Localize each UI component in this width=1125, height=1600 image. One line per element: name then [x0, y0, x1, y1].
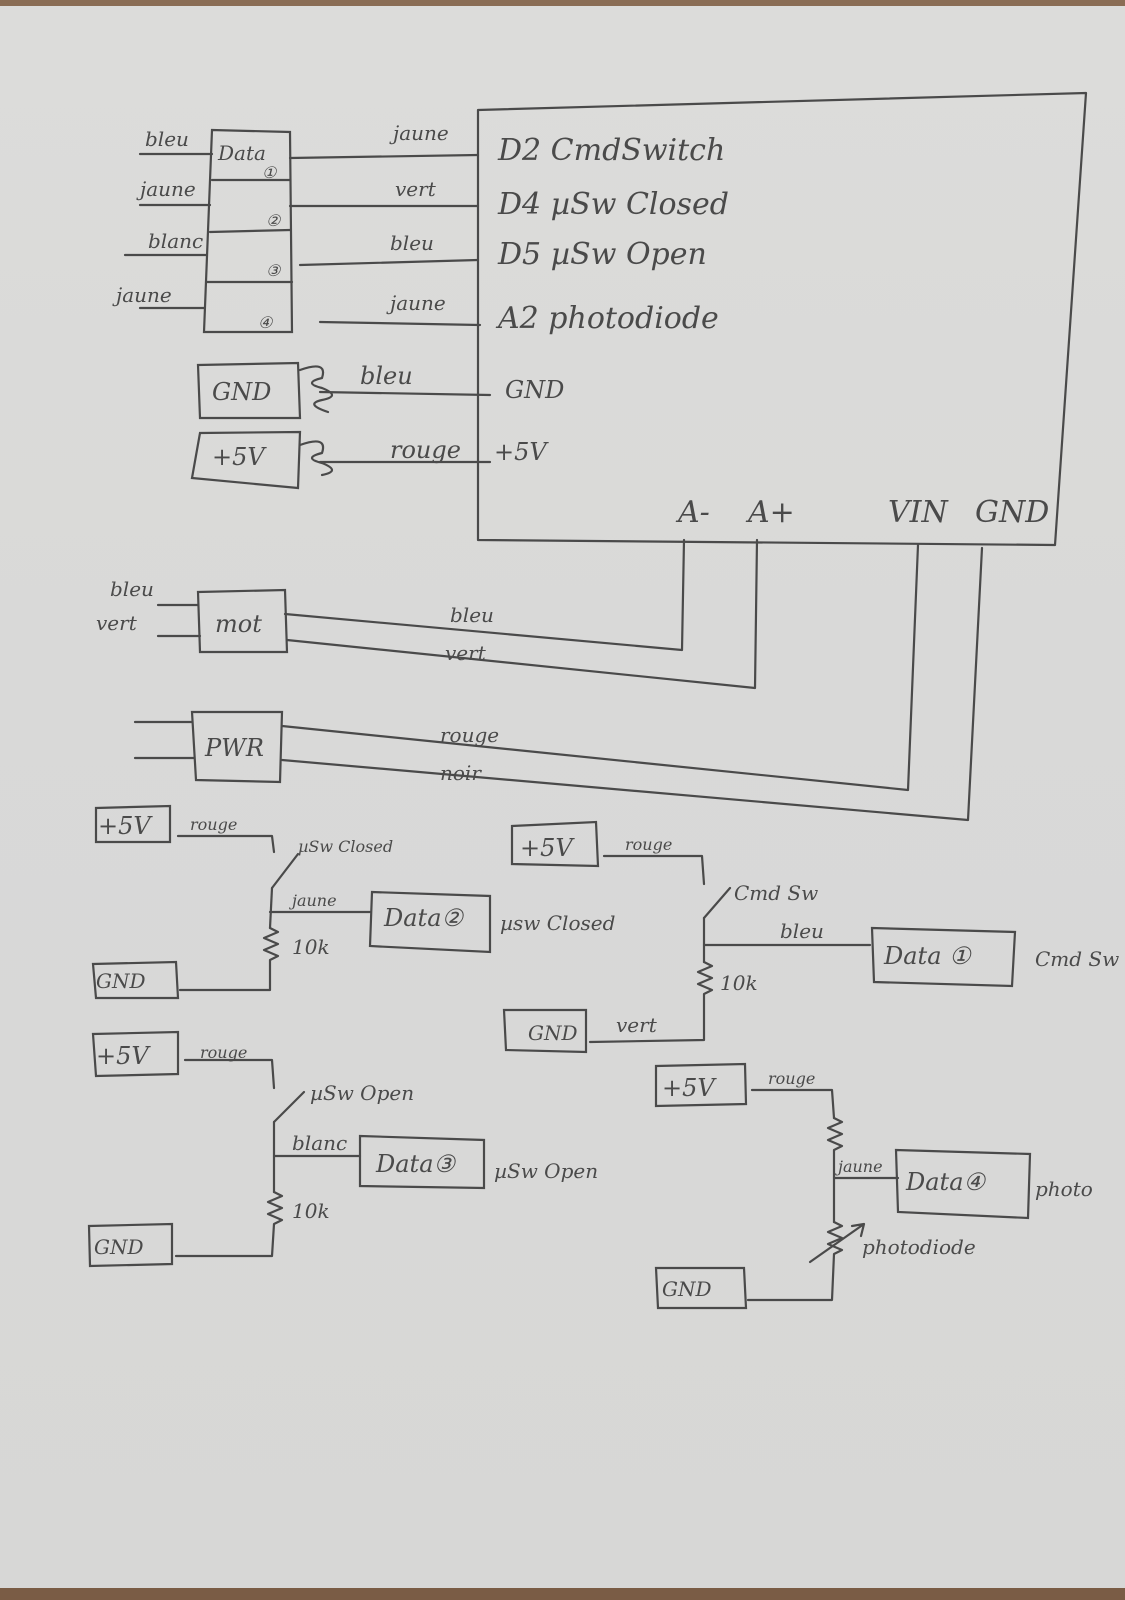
circuit-photodiode: +5V rouge jaune Data④ photo photodiode G…	[654, 1062, 1093, 1310]
connector-pin-1: ①	[262, 163, 278, 182]
arduino-board: D2 CmdSwitch D4 µSw Closed D5 µSw Open A…	[476, 91, 1088, 547]
power-connector: PWR rouge noir	[133, 543, 984, 822]
cmd-v5: +5V	[520, 834, 575, 862]
cmd-gnd: GND	[528, 1021, 578, 1045]
pin-a-minus: A-	[675, 495, 710, 530]
left-wire-4: jaune	[112, 283, 172, 307]
motor-right-wire-2: vert	[445, 641, 487, 665]
connector-label: Data	[217, 141, 266, 165]
connector-outline	[202, 128, 294, 334]
closed-data-note: µsw Closed	[500, 911, 615, 935]
pin-d5: D5 µSw Open	[497, 237, 707, 272]
photo-v5-wire: rouge	[768, 1069, 815, 1088]
open-resistor: 10k	[292, 1199, 330, 1223]
gnd-block-wire: bleu	[360, 362, 413, 390]
closed-gnd: GND	[96, 969, 146, 993]
open-gnd: GND	[94, 1235, 144, 1259]
photo-gnd: GND	[662, 1277, 712, 1301]
left-wire-1: bleu	[145, 127, 189, 151]
photo-mid-wire: jaune	[835, 1157, 883, 1176]
pin-d4: D4 µSw Closed	[497, 187, 729, 222]
motor-right-wire-1: bleu	[450, 603, 494, 627]
cmd-resistor: 10k	[720, 971, 758, 995]
left-wire-3: blanc	[148, 229, 203, 253]
power-wire-2: noir	[440, 761, 482, 785]
v5-block: +5V rouge	[190, 430, 492, 490]
table-edge-top	[0, 0, 1125, 6]
photo-data-note: photo	[1035, 1177, 1093, 1201]
photo-sensor: photodiode	[862, 1235, 976, 1259]
closed-switch: µSw Closed	[298, 837, 393, 856]
right-wire-2: vert	[395, 177, 437, 201]
connector-pin-2: ②	[266, 211, 282, 230]
open-mid-wire: blanc	[292, 1131, 347, 1155]
open-v5: +5V	[96, 1042, 151, 1070]
motor-label: mot	[215, 610, 262, 638]
circuit-switch-closed: +5V rouge µSw Closed jaune Data② µsw Clo…	[91, 804, 615, 1000]
photo-v5: +5V	[662, 1074, 717, 1102]
left-wire-2: jaune	[136, 177, 196, 201]
motor-connector: mot bleu vert bleu vert	[96, 538, 759, 690]
photo-data: Data④	[905, 1168, 987, 1196]
right-wire-4: jaune	[386, 291, 446, 315]
power-wire-1: rouge	[440, 723, 499, 747]
pin-gnd-bottom: GND	[975, 495, 1049, 530]
circuit-switch-open: +5V rouge µSw Open blanc Data③ µSw Open …	[87, 1030, 598, 1268]
motor-left-wire-1: bleu	[110, 577, 154, 601]
motor-left-wire-2: vert	[96, 611, 138, 635]
board-outline	[476, 91, 1088, 547]
pin-a2: A2 photodiode	[495, 301, 719, 336]
closed-v5-wire: rouge	[190, 815, 237, 834]
pin-d2: D2 CmdSwitch	[497, 133, 725, 168]
v5-block-wire: rouge	[390, 436, 461, 464]
pin-gnd: GND	[505, 376, 564, 404]
open-data-note: µSw Open	[494, 1159, 598, 1183]
pin-vin: VIN	[888, 495, 950, 530]
connector-pin-4: ④	[258, 313, 274, 332]
gnd-block: GND bleu	[196, 361, 492, 420]
closed-v5: +5V	[98, 812, 153, 840]
table-edge-bottom	[0, 1588, 1125, 1600]
v5-block-label: +5V	[212, 443, 267, 471]
open-v5-wire: rouge	[200, 1043, 247, 1062]
cmd-v5-wire: rouge	[625, 835, 672, 854]
cmd-mid-wire: bleu	[780, 919, 824, 943]
gnd-block-label: GND	[212, 378, 271, 406]
photodiode-arrow-icon	[808, 1222, 866, 1264]
pin-5v: +5V	[494, 438, 549, 466]
right-wire-1: jaune	[389, 121, 449, 145]
open-data: Data③	[375, 1150, 457, 1178]
right-wire-3: bleu	[390, 231, 434, 255]
closed-mid-wire: jaune	[289, 891, 337, 910]
closed-resistor: 10k	[292, 935, 330, 959]
cmd-gnd-wire: vert	[616, 1013, 658, 1037]
cmd-data: Data ①	[883, 942, 972, 970]
connector-pin-3: ③	[266, 261, 282, 280]
cmd-switch: Cmd Sw	[734, 881, 818, 905]
power-label: PWR	[204, 734, 264, 762]
open-switch: µSw Open	[310, 1081, 414, 1105]
pin-a-plus: A+	[745, 495, 795, 530]
cmd-data-note: Cmd Sw	[1035, 947, 1119, 971]
data-connector: Data ① ② ③ ④ bleu jaune blanc jaune jaun…	[112, 121, 482, 334]
closed-data: Data②	[383, 904, 465, 932]
circuit-cmd-switch: +5V rouge Cmd Sw bleu Data ① Cmd Sw 10k …	[502, 820, 1119, 1054]
